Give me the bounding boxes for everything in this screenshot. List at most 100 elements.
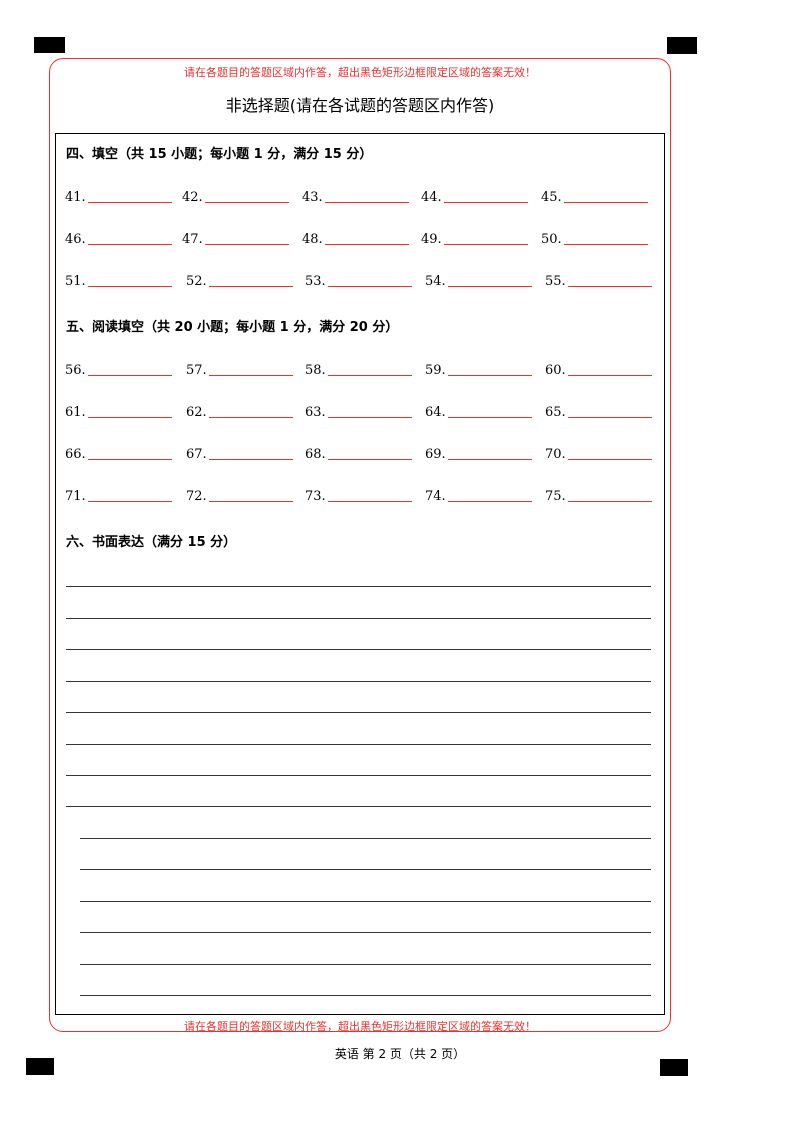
writing-line[interactable] (80, 869, 651, 870)
blank-number: 71. (65, 489, 86, 504)
part5-heading: 五、阅读填空（共 20 小题；每小题 1 分，满分 20 分） (66, 320, 399, 335)
answer-blank[interactable]: 45. (541, 190, 648, 205)
answer-blank[interactable]: 53. (305, 274, 412, 289)
answer-line[interactable] (567, 459, 652, 460)
answer-line[interactable] (327, 459, 412, 460)
writing-line[interactable] (80, 964, 651, 965)
answer-line[interactable] (563, 244, 648, 245)
answer-blank[interactable]: 54. (425, 274, 532, 289)
section-title: 非选择题(请在各试题的答题区内作答) (225, 96, 495, 115)
answer-blank[interactable]: 60. (545, 363, 652, 378)
answer-blank[interactable]: 44. (421, 190, 528, 205)
answer-blank[interactable]: 46. (65, 232, 172, 247)
answer-line[interactable] (87, 202, 172, 203)
writing-line[interactable] (80, 932, 651, 933)
answer-blank[interactable]: 68. (305, 447, 412, 462)
answer-line[interactable] (208, 459, 293, 460)
answer-blank[interactable]: 70. (545, 447, 652, 462)
writing-line[interactable] (80, 838, 651, 839)
answer-line[interactable] (567, 501, 652, 502)
blank-number: 51. (65, 274, 86, 289)
answer-blank[interactable]: 62. (186, 405, 293, 420)
answer-box (55, 133, 665, 1015)
answer-line[interactable] (204, 244, 289, 245)
answer-line[interactable] (327, 375, 412, 376)
answer-blank[interactable]: 75. (545, 489, 652, 504)
blank-number: 43. (302, 190, 323, 205)
answer-blank[interactable]: 58. (305, 363, 412, 378)
blank-number: 52. (186, 274, 207, 289)
answer-line[interactable] (327, 417, 412, 418)
answer-line[interactable] (208, 375, 293, 376)
answer-blank[interactable]: 50. (541, 232, 648, 247)
writing-line[interactable] (80, 901, 651, 902)
answer-blank[interactable]: 42. (182, 190, 289, 205)
answer-line[interactable] (87, 417, 172, 418)
answer-line[interactable] (87, 501, 172, 502)
answer-blank[interactable]: 66. (65, 447, 172, 462)
blank-number: 57. (186, 363, 207, 378)
answer-line[interactable] (567, 375, 652, 376)
warning-top: 请在各题目的答题区域内作答，超出黑色矩形边框限定区域的答案无效！ (184, 66, 536, 79)
answer-line[interactable] (567, 417, 652, 418)
answer-blank[interactable]: 67. (186, 447, 293, 462)
blank-number: 44. (421, 190, 442, 205)
answer-line[interactable] (87, 286, 172, 287)
answer-blank[interactable]: 41. (65, 190, 172, 205)
answer-line[interactable] (324, 244, 409, 245)
writing-line[interactable] (66, 618, 651, 619)
answer-line[interactable] (327, 286, 412, 287)
answer-line[interactable] (447, 375, 532, 376)
answer-blank[interactable]: 63. (305, 405, 412, 420)
answer-blank[interactable]: 49. (421, 232, 528, 247)
writing-line[interactable] (66, 806, 651, 807)
answer-blank[interactable]: 71. (65, 489, 172, 504)
answer-line[interactable] (208, 501, 293, 502)
answer-line[interactable] (447, 459, 532, 460)
answer-line[interactable] (324, 202, 409, 203)
answer-line[interactable] (87, 375, 172, 376)
answer-line[interactable] (208, 417, 293, 418)
blank-number: 54. (425, 274, 446, 289)
writing-line[interactable] (66, 775, 651, 776)
answer-blank[interactable]: 69. (425, 447, 532, 462)
answer-blank[interactable]: 48. (302, 232, 409, 247)
answer-line[interactable] (447, 286, 532, 287)
blank-number: 60. (545, 363, 566, 378)
answer-line[interactable] (563, 202, 648, 203)
writing-line[interactable] (66, 681, 651, 682)
answer-line[interactable] (447, 417, 532, 418)
answer-blank[interactable]: 56. (65, 363, 172, 378)
answer-blank[interactable]: 43. (302, 190, 409, 205)
answer-blank[interactable]: 74. (425, 489, 532, 504)
answer-line[interactable] (443, 202, 528, 203)
answer-blank[interactable]: 55. (545, 274, 652, 289)
answer-line[interactable] (327, 501, 412, 502)
alignment-marker-top-left (34, 37, 65, 53)
answer-blank[interactable]: 51. (65, 274, 172, 289)
writing-line[interactable] (66, 712, 651, 713)
answer-blank[interactable]: 73. (305, 489, 412, 504)
answer-line[interactable] (87, 459, 172, 460)
blank-row: 51. 52. 53. 54. 55. (0, 274, 800, 294)
answer-blank[interactable]: 47. (182, 232, 289, 247)
writing-line[interactable] (66, 649, 651, 650)
answer-blank[interactable]: 57. (186, 363, 293, 378)
writing-line[interactable] (66, 586, 651, 587)
answer-blank[interactable]: 61. (65, 405, 172, 420)
writing-line[interactable] (80, 995, 651, 996)
answer-line[interactable] (443, 244, 528, 245)
blank-number: 58. (305, 363, 326, 378)
answer-blank[interactable]: 59. (425, 363, 532, 378)
writing-line[interactable] (66, 744, 651, 745)
answer-line[interactable] (567, 286, 652, 287)
answer-line[interactable] (208, 286, 293, 287)
answer-blank[interactable]: 52. (186, 274, 293, 289)
answer-line[interactable] (87, 244, 172, 245)
answer-blank[interactable]: 64. (425, 405, 532, 420)
answer-blank[interactable]: 72. (186, 489, 293, 504)
answer-line[interactable] (447, 501, 532, 502)
answer-line[interactable] (204, 202, 289, 203)
answer-blank[interactable]: 65. (545, 405, 652, 420)
blank-number: 64. (425, 405, 446, 420)
